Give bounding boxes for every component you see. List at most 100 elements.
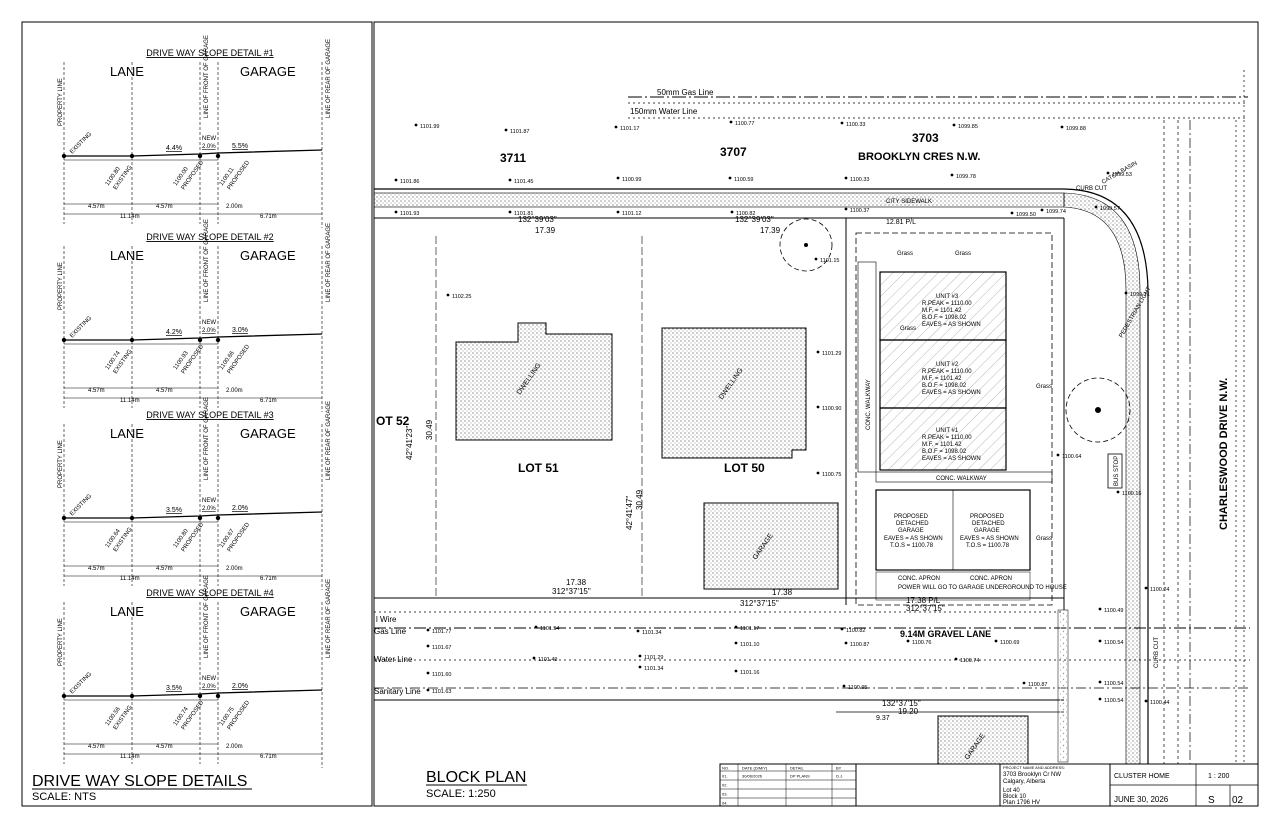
slope-a: 4.2%	[166, 329, 182, 336]
garage-south	[937, 715, 1029, 767]
lower-dim: 19.20	[898, 707, 919, 716]
slope-b: 3.0%	[232, 327, 248, 334]
svg-text:DETACHED: DETACHED	[896, 521, 929, 527]
spot-elevation: 1101.17	[734, 625, 759, 632]
spot-elevation: 1101.77	[426, 628, 451, 635]
unit-name: UNIT #1	[936, 428, 959, 434]
dim-garage: 6.71m	[260, 754, 277, 760]
south-dim-2: 17.38	[772, 588, 793, 597]
dim-total: 11.14m	[120, 214, 140, 220]
subject-lot: CONC. WALKWAY UNIT #3R.PEAK = 1110.00M.F…	[855, 232, 1067, 606]
svg-text:1099.57: 1099.57	[1100, 206, 1120, 212]
lower-dim2: 9.37	[876, 715, 890, 722]
wire-label: l Wire	[376, 615, 397, 624]
grass-label-5: Grass	[900, 326, 916, 332]
lot-50-label: LOT 50	[724, 461, 765, 475]
rev-cell: D.J.	[836, 774, 843, 779]
new-label: NEW	[202, 136, 216, 142]
svg-text:1101.63: 1101.63	[432, 689, 451, 695]
spot-elevation: 1100.87	[844, 641, 869, 648]
spot-elevation: 1101.10	[734, 641, 759, 648]
svg-text:1099.78: 1099.78	[956, 174, 976, 180]
svg-text:EAVES = AS SHOWN: EAVES = AS SHOWN	[884, 536, 943, 542]
unit-1	[879, 407, 1007, 471]
spot-elevation: 1101.17	[614, 125, 639, 132]
lot-51-label: LOT 51	[518, 461, 559, 475]
svg-text:1101.17: 1101.17	[620, 126, 639, 132]
rev-cell: 02.	[722, 783, 728, 788]
spot-elevation: 1100.77	[729, 120, 754, 127]
svg-text:DETACHED: DETACHED	[972, 521, 1005, 527]
svg-text:1100.90: 1100.90	[822, 406, 841, 412]
svg-text:1100.33: 1100.33	[846, 122, 865, 128]
spot-elevation: 1101.86	[394, 178, 419, 185]
front-garage-label: LINE OF FRONT OF GARAGE	[204, 575, 210, 658]
dim-garage: 6.71m	[260, 398, 277, 404]
lane-label: LANE	[110, 604, 144, 619]
new-label: NEW	[202, 676, 216, 682]
svg-text:1099.71: 1099.71	[1130, 292, 1150, 298]
svg-text:1100.49: 1100.49	[1104, 608, 1123, 614]
svg-text:1101.93: 1101.93	[400, 211, 419, 217]
grade-profile	[64, 149, 323, 157]
new-label: NEW	[202, 498, 216, 504]
spot-elevation: 1099.71	[1124, 291, 1150, 298]
unit-bof: B.O.F = 1098.02	[922, 315, 967, 321]
slope-detail-title: DRIVE WAY SLOPE DETAIL #1	[146, 48, 273, 58]
left-panel-frame	[21, 21, 373, 807]
svg-text:1100.95: 1100.95	[848, 685, 867, 691]
unit-label-3: UNIT #3R.PEAK = 1110.00M.F. = 1101.42B.O…	[922, 294, 981, 328]
garage-label: GARAGE	[240, 248, 296, 263]
spot-elevation: 1101.16	[734, 669, 759, 676]
svg-text:EAVES = AS SHOWN: EAVES = AS SHOWN	[960, 536, 1019, 542]
lane-label: LANE	[110, 248, 144, 263]
north-dim-2: 17.39	[760, 226, 781, 235]
garage-label: GARAGE	[240, 64, 296, 79]
dim-c: 2.00m	[226, 388, 243, 394]
spot-elevation: 1101.54	[534, 625, 559, 632]
grass-label-2: Grass	[955, 251, 971, 257]
lot-dim-1: 30.49	[425, 419, 434, 440]
lane-label: LANE	[110, 426, 144, 441]
street-north-label: BROOKLYN CRES N.W.	[858, 151, 980, 163]
svg-text:1100.37: 1100.37	[850, 208, 869, 214]
walkway-vertical-label: CONC. WALKWAY	[866, 379, 872, 430]
garage-lot-50	[703, 502, 839, 590]
svg-text:1100.44: 1100.44	[1150, 700, 1169, 706]
spot-elevation: 1101.67	[426, 644, 451, 651]
front-garage-label: LINE OF FRONT OF GARAGE	[204, 219, 210, 302]
unit-rpeak: R.PEAK = 1110.00	[922, 369, 972, 375]
south-bearing-2: 312°37'15"	[740, 599, 779, 608]
svg-text:PROPOSED: PROPOSED	[970, 514, 1005, 520]
slope-new: 2.0%	[202, 684, 216, 690]
front-garage-label: LINE OF FRONT OF GARAGE	[204, 397, 210, 480]
svg-text:1101.34: 1101.34	[642, 630, 661, 636]
existing-label: EXISTING	[69, 493, 93, 517]
spot-elevation: 1100.54	[1098, 680, 1123, 687]
slope-a: 3.5%	[166, 507, 182, 514]
spot-elevation: 1100.95	[842, 684, 867, 691]
spot-elevation: 1100.59	[728, 176, 753, 183]
svg-text:1100.59: 1100.59	[734, 177, 753, 183]
street-east-label: CHARLESWOOD DRIVE N.W.	[1218, 378, 1230, 530]
unit-eaves: EAVES = AS SHOWN	[922, 390, 981, 396]
spot-elevation: 1100.16	[1116, 490, 1141, 497]
sheet-number: 02	[1232, 795, 1244, 806]
spot-elevation: 1101.81	[508, 210, 533, 217]
rev-cell: 01.	[722, 774, 728, 779]
dim-a: 4.57m	[88, 744, 105, 750]
slope-b: 5.5%	[232, 143, 248, 150]
svg-text:PROPOSED: PROPOSED	[894, 514, 929, 520]
date-value: JUNE 30, 2026	[1114, 795, 1169, 804]
spot-elevation: 1099.78	[950, 173, 976, 180]
spot-elevation: 1100.54	[1098, 639, 1123, 646]
dim-garage: 6.71m	[260, 214, 277, 220]
unit-bof: B.O.F = 1098.02	[922, 449, 967, 455]
garage-label: GARAGE	[240, 604, 296, 619]
dim-b: 4.57m	[156, 204, 173, 210]
spot-elevation: 1101.87	[504, 128, 529, 135]
spot-elevation: 1100.90	[816, 405, 841, 412]
